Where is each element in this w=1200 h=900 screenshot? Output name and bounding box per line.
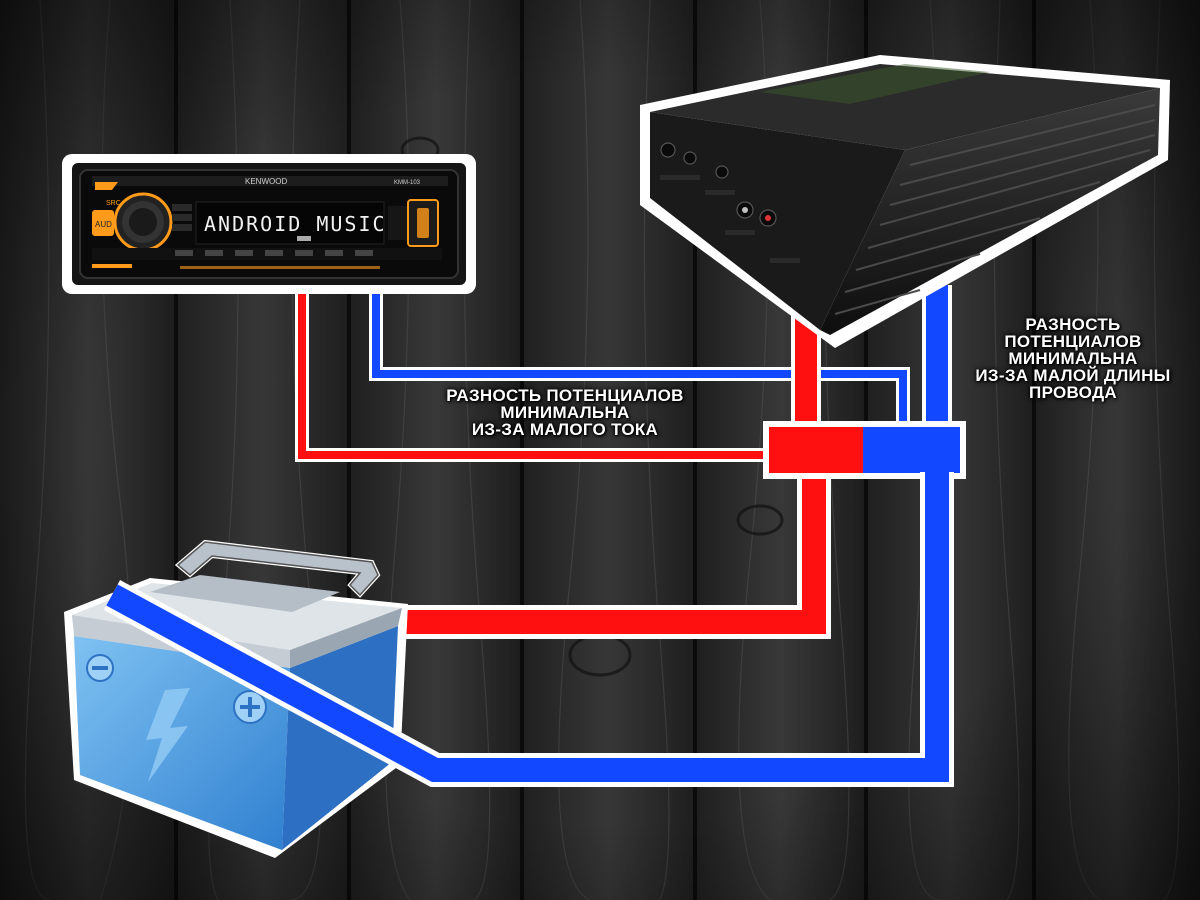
note-right-line-5: ПРОВОДА: [1029, 383, 1117, 402]
note-left-line-2: МИНИМАЛЬНА: [500, 403, 630, 422]
radio-display: ANDROID MUSIC: [204, 212, 387, 236]
src-label: SRC: [106, 200, 121, 207]
plus-terminal-icon: [233, 690, 267, 724]
head-unit-positive-wire: [295, 292, 770, 462]
battery-positive-wire: [270, 472, 831, 639]
note-right-line-3: МИНИМАЛЬНА: [1008, 349, 1138, 368]
note-left-line-1: РАЗНОСТЬ ПОТЕНЦИАЛОВ: [446, 386, 684, 405]
positive-terminal-block: [769, 427, 863, 473]
note-right-line-4: ИЗ-ЗА МАЛОЙ ДЛИНЫ: [975, 366, 1171, 385]
aud-label: AUD: [95, 220, 112, 229]
note-left-line-3: ИЗ-ЗА МАЛОГО ТОКА: [471, 420, 659, 439]
head-unit-negative-wire: [369, 292, 910, 428]
aud-button: [92, 210, 114, 236]
car-battery-icon: [64, 539, 408, 858]
radio-brand: KENWOOD: [245, 177, 287, 186]
battery-negative-wire: [103, 472, 954, 787]
note-right-line-2: ПОТЕНЦИАЛОВ: [1004, 332, 1142, 351]
head-unit-radio: KENWOOD KMM-103 AUD SRC ANDROID MUSIC: [62, 154, 476, 294]
amplifier: [640, 55, 1170, 348]
lightning-bolt-icon: [146, 688, 190, 782]
note-left-voltage-drop: РАЗНОСТЬ ПОТЕНЦИАЛОВ МИНИМАЛЬНА ИЗ-ЗА МА…: [420, 387, 710, 438]
distribution-block: [763, 421, 966, 479]
radio-model: KMM-103: [394, 180, 421, 186]
note-right-voltage-drop: РАЗНОСТЬ ПОТЕНЦИАЛОВ МИНИМАЛЬНА ИЗ-ЗА МА…: [958, 316, 1188, 401]
minus-terminal-icon: [86, 654, 114, 682]
negative-terminal-block: [863, 427, 960, 473]
note-right-line-1: РАЗНОСТЬ: [1025, 315, 1121, 334]
